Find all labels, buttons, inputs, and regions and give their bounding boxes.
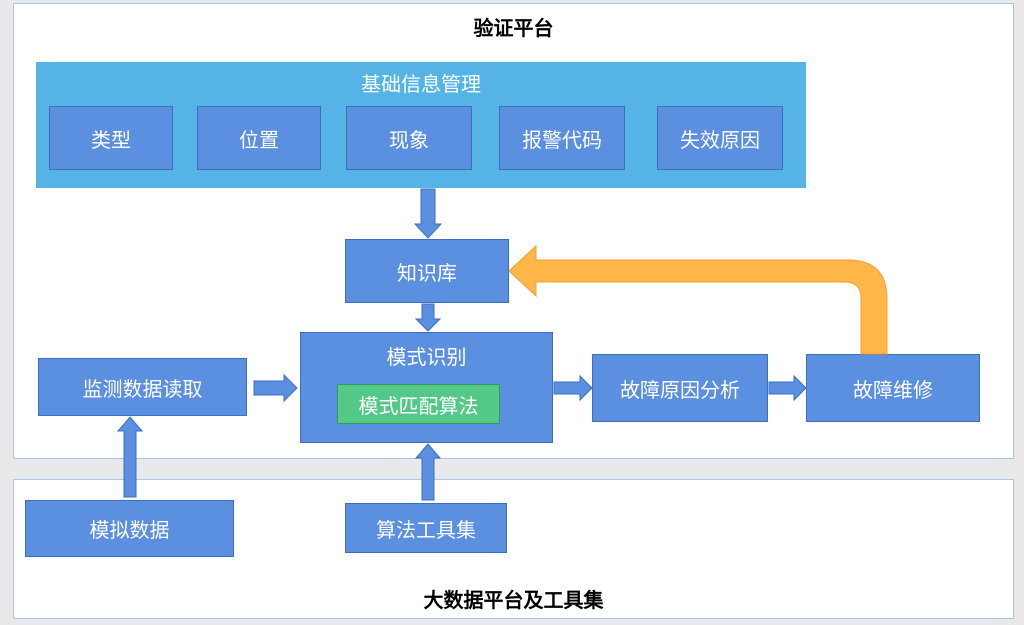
- pattern-recognition-title: 模式识别: [386, 345, 467, 369]
- basic-info-title: 基础信息管理: [361, 72, 481, 96]
- basic-info-item-alarm-code: 报警代码: [499, 106, 625, 170]
- big-data-platform-title: 大数据平台及工具集: [423, 588, 604, 612]
- pattern-matching-algorithm-box: 模式匹配算法: [337, 384, 500, 424]
- basic-info-item-type: 类型: [49, 106, 173, 170]
- basic-info-item-location: 位置: [197, 106, 321, 170]
- knowledge-base-box: 知识库: [345, 239, 509, 303]
- algorithm-toolset-box: 算法工具集: [345, 503, 507, 553]
- verification-platform-title: 验证平台: [473, 16, 554, 40]
- arrow-repair-feedback-to-knowledge-base: [508, 244, 888, 355]
- basic-info-item-phenomenon: 现象: [346, 106, 472, 170]
- arrow-toolset-to-pattern: [414, 443, 442, 501]
- arrow-monitoring-to-pattern: [253, 373, 298, 403]
- monitoring-data-read-box: 监测数据读取: [38, 358, 247, 416]
- simulated-data-box: 模拟数据: [25, 500, 234, 557]
- arrow-pattern-to-fault-cause: [553, 374, 593, 402]
- arrow-basic-info-to-knowledge-base: [413, 188, 443, 239]
- fault-cause-analysis-box: 故障原因分析: [592, 354, 768, 422]
- basic-info-item-failure-cause: 失效原因: [657, 106, 783, 170]
- arrow-knowledge-base-to-pattern: [414, 303, 442, 332]
- fault-repair-box: 故障维修: [806, 354, 980, 422]
- arrow-simulated-to-monitoring: [116, 416, 144, 498]
- arrow-fault-cause-to-repair: [768, 374, 807, 402]
